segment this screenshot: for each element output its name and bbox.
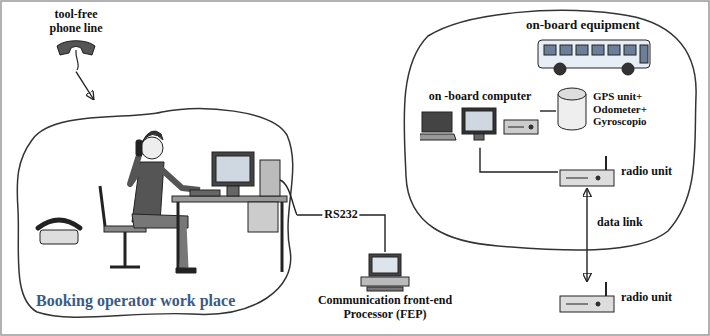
radio-unit-picture: [560, 156, 614, 186]
phone-line-source-icon: [51, 38, 101, 72]
workplace-region: Booking operator work place: [12, 100, 297, 328]
connector-label: RS232: [322, 208, 359, 222]
phone-line-source: tool-free phone line: [40, 8, 112, 72]
node-label: radio unit: [621, 165, 672, 179]
radio-unit-icon: [558, 156, 616, 188]
node-label: radio unit: [621, 291, 672, 305]
node-label: Communication front-end Processor (FEP): [305, 294, 465, 322]
fep-computer-picture: [361, 254, 409, 291]
phone-line-source-picture: [57, 40, 95, 69]
gps-unit: GPS unit+ Odometer+ Gyroscopio: [556, 86, 681, 132]
onboard-computer: on -board computer: [420, 90, 540, 148]
region-picture: [538, 40, 650, 75]
fep-computer: Communication front-end Processor (FEP): [305, 252, 465, 322]
node-label: tool-free phone line: [40, 8, 112, 36]
fep-computer-icon: [355, 252, 415, 292]
region-label: Booking operator work place: [36, 292, 235, 310]
connector-line: [540, 110, 556, 111]
radio-unit: radio unit: [558, 282, 672, 314]
gps-unit-icon: [556, 86, 588, 132]
node-label: GPS unit+ Odometer+ Gyroscopio: [593, 90, 677, 128]
connector-line: [586, 188, 587, 282]
region-outline: [404, 10, 696, 250]
radio-unit-picture: [560, 282, 614, 312]
connector-line: [76, 72, 94, 100]
radio-unit: radio unit: [558, 156, 672, 188]
radio-unit-icon: [558, 282, 616, 314]
onboard-computer-picture: [420, 108, 538, 140]
connector-line: [480, 148, 558, 172]
region-label: on-board equipment: [526, 18, 640, 33]
connector-label: data link: [595, 216, 645, 230]
gps-unit-picture: [558, 88, 586, 130]
vehicle-region: on-board equipment on -board computer GPS …: [398, 6, 703, 256]
region-picture: [38, 131, 297, 273]
node-label: on -board computer: [429, 90, 532, 104]
onboard-computer-icon: [420, 106, 540, 148]
